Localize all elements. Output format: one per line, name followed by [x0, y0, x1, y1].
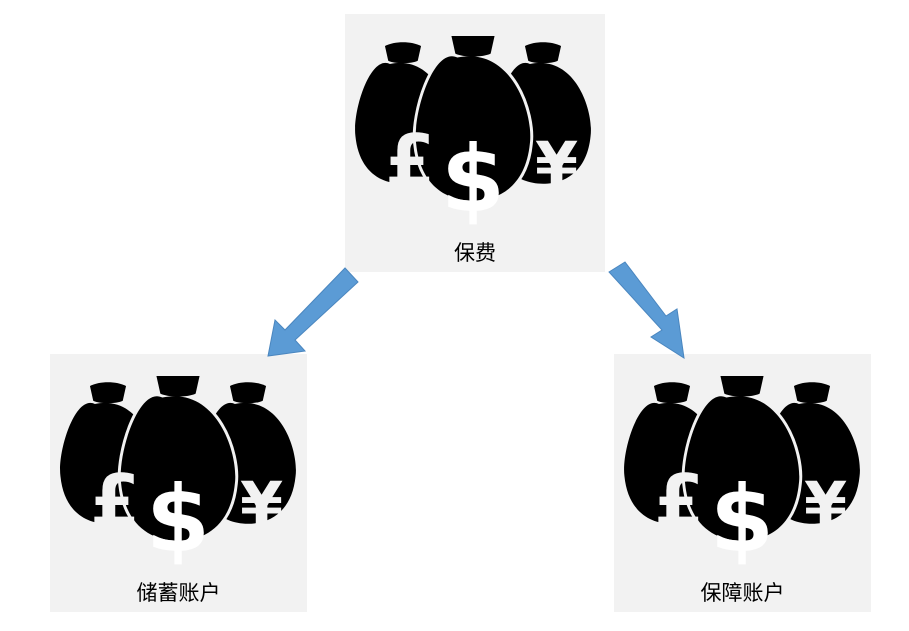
- arrow-to-protection: [608, 261, 685, 360]
- protection-account-label: 保障账户: [700, 581, 785, 605]
- savings-account-label: 储蓄账户: [136, 581, 221, 605]
- savings-account-node: £ ¥ $ 储蓄账户: [50, 354, 307, 612]
- yen-icon: ¥: [535, 128, 578, 201]
- arrow-to-savings: [267, 267, 359, 357]
- money-bags-icon: £ ¥ $: [355, 36, 591, 233]
- dollar-icon: $: [146, 466, 210, 573]
- pound-icon: £: [654, 459, 704, 543]
- money-bags-icon: £ ¥ $: [624, 376, 860, 573]
- premium-node: £ ¥ $ 保费: [345, 14, 605, 272]
- premium-label: 保费: [454, 241, 496, 265]
- pound-icon: £: [90, 459, 140, 543]
- yen-icon: ¥: [240, 468, 283, 541]
- protection-account-node: £ ¥ $ 保障账户: [614, 354, 871, 612]
- dollar-icon: $: [441, 126, 505, 233]
- pound-icon: £: [385, 119, 435, 203]
- yen-icon: ¥: [804, 468, 847, 541]
- money-bags-icon: £ ¥ $: [60, 376, 296, 573]
- dollar-icon: $: [710, 466, 774, 573]
